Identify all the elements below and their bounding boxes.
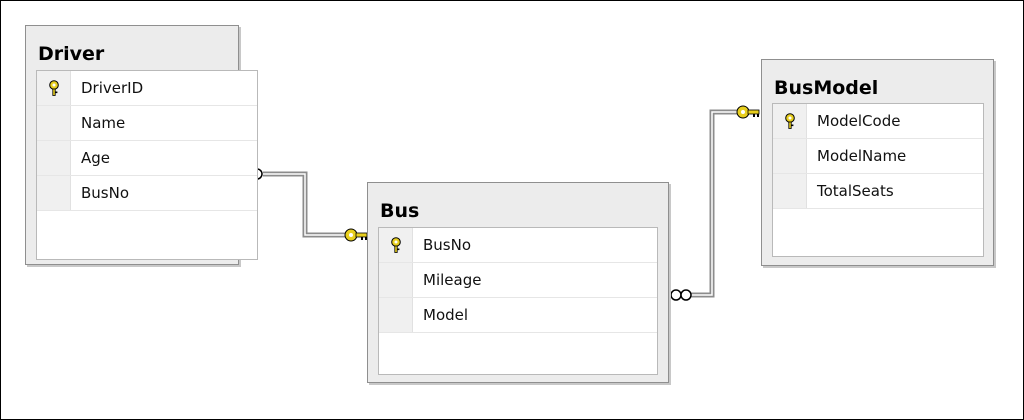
one-end-key-icon — [344, 228, 368, 242]
table-title: Driver — [38, 43, 105, 65]
row-selector — [379, 263, 413, 297]
column-name: DriverID — [81, 79, 144, 97]
table-busmodel[interactable]: BusModel ModelCode ModelName TotalSeats — [761, 59, 994, 266]
one-end-key-icon — [736, 105, 760, 119]
table-title: BusModel — [774, 77, 879, 99]
column-name: Name — [81, 114, 126, 132]
column-row[interactable]: ModelCode — [773, 104, 983, 139]
column-row[interactable]: TotalSeats — [773, 174, 983, 209]
table-bus[interactable]: Bus BusNo Mileage Model — [367, 182, 669, 383]
primary-key-icon — [379, 228, 413, 262]
column-name: Age — [81, 149, 111, 167]
column-row[interactable]: BusNo — [379, 228, 657, 263]
relationship-driver-bus[interactable] — [241, 168, 368, 242]
column-row[interactable]: ModelName — [773, 139, 983, 174]
row-selector — [773, 174, 807, 208]
primary-key-icon — [37, 71, 71, 105]
column-row[interactable]: Age — [37, 141, 257, 176]
column-name: ModelCode — [817, 112, 901, 130]
column-row[interactable]: Mileage — [379, 263, 657, 298]
row-selector — [37, 106, 71, 140]
table-title: Bus — [380, 200, 420, 222]
column-name: BusNo — [81, 184, 130, 202]
row-selector — [37, 176, 71, 210]
column-row[interactable]: Name — [37, 106, 257, 141]
column-grid: BusNo Mileage Model — [378, 227, 658, 375]
column-row[interactable]: DriverID — [37, 71, 257, 106]
column-name: Model — [423, 306, 469, 324]
column-name: BusNo — [423, 236, 472, 254]
column-row[interactable]: Model — [379, 298, 657, 333]
primary-key-icon — [773, 104, 807, 138]
many-end-infinity-icon — [670, 289, 692, 301]
column-name: ModelName — [817, 147, 907, 165]
column-grid: ModelCode ModelName TotalSeats — [772, 103, 984, 257]
column-name: Mileage — [423, 271, 482, 289]
row-selector — [37, 141, 71, 175]
column-row[interactable]: BusNo — [37, 176, 257, 211]
table-driver[interactable]: Driver DriverID Name Age BusNo — [25, 25, 258, 265]
row-selector — [379, 298, 413, 332]
column-name: TotalSeats — [817, 182, 894, 200]
relationship-bus-busmodel[interactable] — [670, 105, 760, 301]
row-selector — [773, 139, 807, 173]
column-grid: DriverID Name Age BusNo — [36, 70, 258, 260]
